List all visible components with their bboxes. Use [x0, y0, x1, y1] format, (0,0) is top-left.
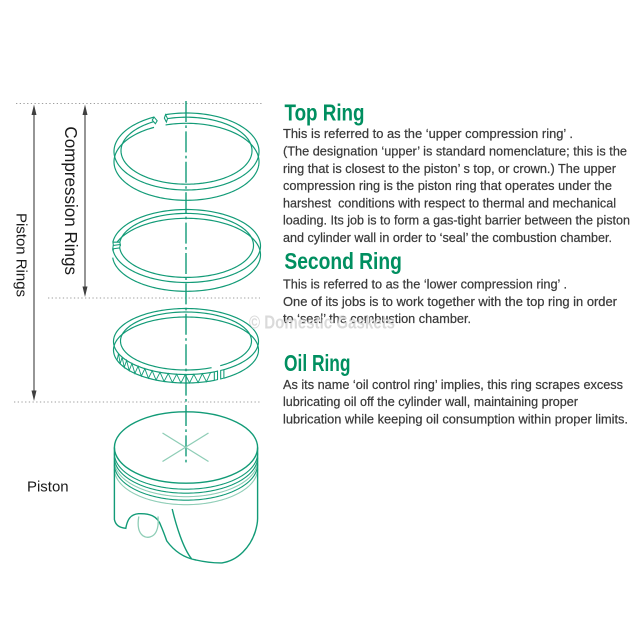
svg-text:© Domestic Gaskets: © Domestic Gaskets	[250, 313, 396, 334]
svg-text:© Domestic Gaskets: © Domestic Gaskets	[249, 312, 395, 333]
svg-text:Oil Ring: Oil Ring	[284, 350, 351, 376]
svg-text:lubrication while keeping oil: lubrication while keeping oil consumptio…	[283, 412, 628, 427]
svg-text:Piston: Piston	[27, 479, 69, 496]
svg-text:As its name ‘oil control ring’: As its name ‘oil control ring’ implies, …	[283, 377, 623, 392]
svg-text:(The designation ‘upper’ is st: (The designation ‘upper’ is standard nom…	[283, 144, 627, 159]
svg-text:lubricating oil off the cylind: lubricating oil off the cylinder wall, m…	[283, 394, 579, 409]
svg-text:One of its jobs is to work tog: One of its jobs is to work together with…	[283, 294, 618, 309]
svg-text:to ‘seal’ the combustion chamb: to ‘seal’ the combustion chamber.	[283, 311, 471, 326]
svg-text:Compression Rings: Compression Rings	[61, 126, 81, 275]
svg-text:This is referred to as the ‘up: This is referred to as the ‘upper compre…	[283, 126, 573, 141]
svg-text:loading. Its job is to form a: loading. Its job is to form a gas-tight …	[283, 213, 630, 228]
svg-text:ring that is closest to the pi: ring that is closest to the piston’ s to…	[283, 161, 617, 176]
svg-text:Second Ring: Second Ring	[284, 248, 402, 274]
svg-text:This is referred to as the ‘lo: This is referred to as the ‘lower compre…	[283, 277, 567, 292]
svg-text:compression ring is the piston: compression ring is the piston ring that…	[283, 178, 612, 193]
svg-text:Piston Rings: Piston Rings	[13, 213, 30, 297]
svg-text:Top Ring: Top Ring	[285, 100, 365, 126]
svg-text:harshest conditions with resp: harshest conditions with respect to ther…	[283, 195, 616, 210]
svg-text:and cylinder wall in order to: and cylinder wall in order to ‘seal’ the…	[283, 230, 612, 245]
